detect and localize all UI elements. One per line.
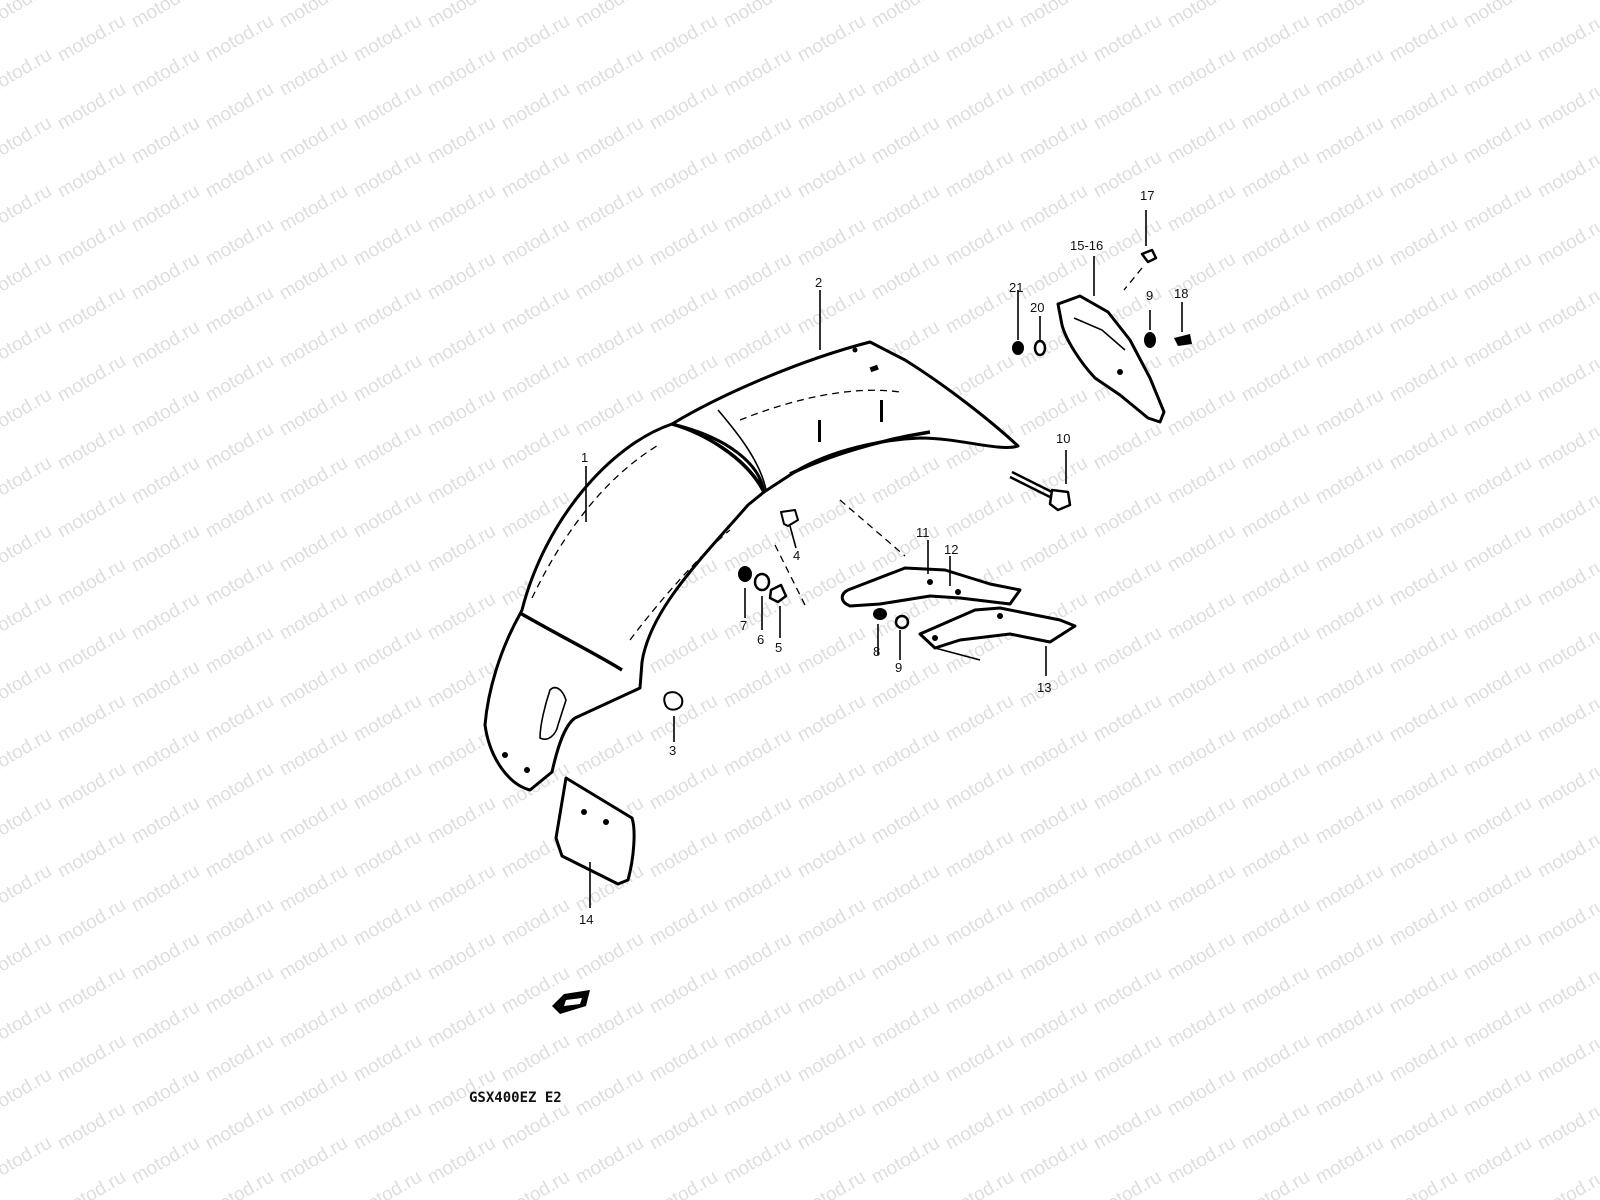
mud-flap: [554, 776, 636, 908]
callout-9-upper: 9: [1146, 288, 1153, 303]
callout-6: 6: [757, 632, 764, 647]
callout-11: 11: [916, 525, 930, 540]
callout-3: 3: [669, 743, 676, 758]
long-bolt: [839, 450, 1072, 557]
model-code: GSX400EZ E2: [469, 1090, 562, 1106]
callout-2: 2: [815, 275, 822, 290]
fastener-group-4-7: [738, 509, 806, 638]
callout-18: 18: [1174, 286, 1188, 301]
callout-20: 20: [1030, 300, 1044, 315]
callout-8: 8: [873, 644, 880, 659]
callout-1: 1: [581, 450, 588, 465]
reflector-bracket-assembly: [1012, 210, 1192, 424]
callout-13: 13: [1037, 680, 1051, 695]
callout-21: 21: [1009, 280, 1023, 295]
callout-17: 17: [1140, 188, 1154, 203]
callout-10: 10: [1056, 431, 1070, 446]
callout-7: 7: [740, 618, 747, 633]
callout-5: 5: [775, 640, 782, 655]
rear-fender-rear-part: [670, 340, 1020, 494]
callout-4: 4: [793, 548, 800, 563]
fender-bracket-plates: [840, 566, 1077, 676]
front-direction-arrow-icon: [552, 990, 590, 1014]
grommet: [663, 691, 684, 742]
callout-14: 14: [579, 912, 593, 927]
callout-9-lower: 9: [895, 660, 902, 675]
callout-15-16: 15-16: [1070, 238, 1103, 253]
callout-12: 12: [944, 542, 958, 557]
rear-fender-front-part: [483, 422, 766, 792]
